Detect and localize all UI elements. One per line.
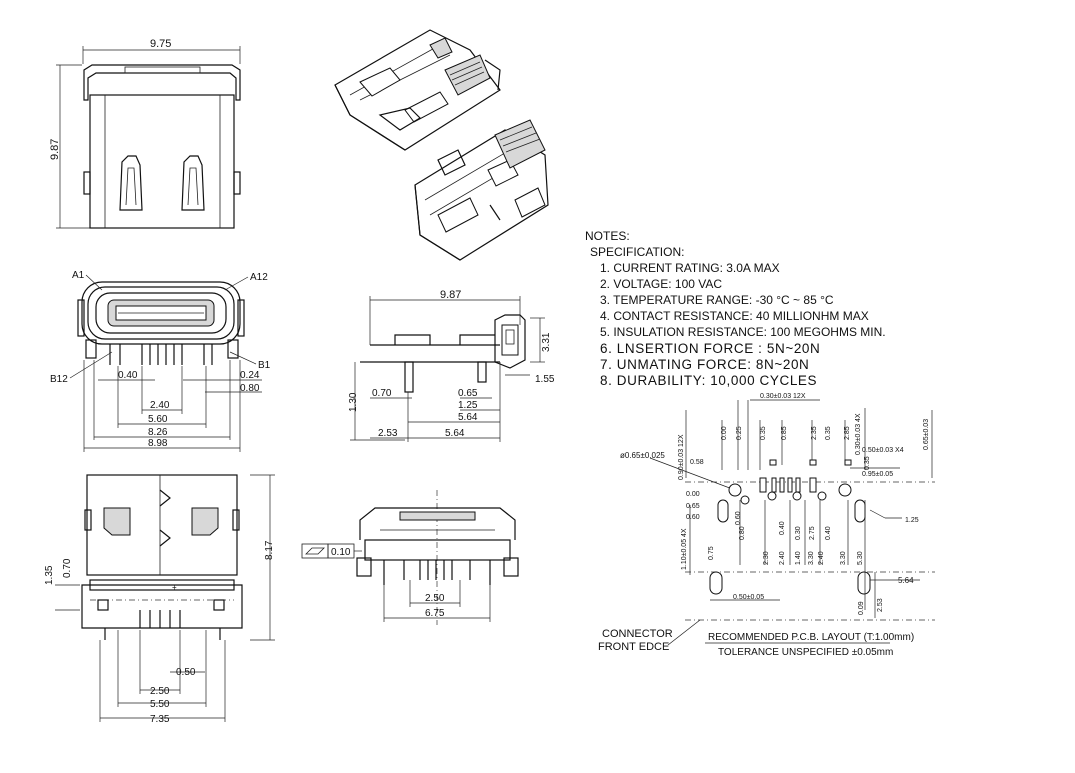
pcb-dim-bottom-3: 0.40 (779, 521, 786, 535)
pcb-pad-dim-3: 0.35 (760, 426, 767, 440)
pcb-dim-bottom-right: 0.09 (858, 601, 865, 615)
bottom-dim-5-50: 5.50 (150, 699, 170, 710)
bottom-view: + 8.17 1.35 0.70 0.50 2.50 5.50 7.35 (44, 474, 275, 725)
bottom-dim-1-35: 1.35 (44, 565, 55, 585)
notes-heading: NOTES: (585, 229, 630, 243)
side-dim-3-31: 3.31 (541, 332, 552, 352)
label-a1: A1 (72, 270, 85, 281)
pcb-pad-dim-8: 0.35 (864, 456, 871, 470)
bottom-dim-0-50: 0.50 (176, 667, 196, 678)
note-1: 1. CURRENT RATING: 3.0A MAX (600, 261, 780, 275)
pcb-pad-dim-5: 2.35 (811, 426, 818, 440)
label-b12: B12 (50, 374, 68, 385)
pcb-pad-dim-1: 0.00 (721, 426, 728, 440)
label-b1: B1 (258, 360, 271, 371)
pcb-dim-bottom-13: 5.30 (857, 551, 864, 565)
pcb-dim-right-3: 1.25 (905, 517, 919, 524)
pcb-dim-right-5: 2.53 (877, 598, 884, 612)
side-dim-0-70: 0.70 (372, 388, 392, 399)
pcb-dim-left-4: 0.60 (686, 514, 700, 521)
front-view: A1 A12 B1 B12 0.40 0.24 0.80 2.40 5.60 8… (50, 270, 271, 452)
pcb-dim-top-1: 0.30±0.03 12X (760, 393, 806, 400)
pcb-dim-bottom-4: 2.40 (779, 551, 786, 565)
pcb-dim-left-1: 0.58 (690, 459, 704, 466)
pcb-dim-bottom-8: 0.60 (735, 511, 742, 525)
front-dim-8-26: 8.26 (148, 427, 168, 438)
label-a12: A12 (250, 272, 268, 283)
pcb-dim-bottom-7: 2.75 (809, 526, 816, 540)
rear-dim-2-50: 2.50 (425, 593, 445, 604)
pcb-dim-bottom-10: 3.30 (808, 551, 815, 565)
pcb-dim-left-3: 0.65 (686, 503, 700, 510)
pcb-dim-right-2: 0.95±0.05 (862, 471, 893, 478)
side-dim-2-53: 2.53 (378, 428, 398, 439)
top-view: 9.75 9.87 (49, 38, 241, 229)
front-dim-5-60: 5.60 (148, 414, 168, 425)
pcb-dim-slot: 0.50±0.05 (733, 594, 764, 601)
pcb-tolerance: TOLERANCE UNSPECIFIED ±0.05mm (718, 647, 893, 658)
pcb-pad-dim-2: 0.25 (736, 426, 743, 440)
pcb-dim-hole: ø0.65±0.025 (620, 451, 665, 460)
pcb-dim-right-4: 5.64 (898, 576, 914, 585)
front-dim-0-80: 0.80 (240, 383, 260, 394)
side-dim-1-25: 1.25 (458, 400, 478, 411)
pcb-dim-bottom-5: 0.30 (795, 526, 802, 540)
pcb-layout: 0.30±0.03 12X 0.30±0.03 4X 0.65±0.03 0.9… (598, 393, 935, 658)
pcb-dim-bottom-12: 2.40 (818, 551, 825, 565)
note-2: 2. VOLTAGE: 100 VAC (600, 277, 722, 291)
side-view: 9.87 3.31 1.55 1.30 0.70 0.65 1.25 5.64 … (348, 289, 555, 442)
rear-view: 0.10 2.50 6.75 (301, 490, 519, 625)
pcb-pad-dim-4: 0.85 (781, 426, 788, 440)
note-7: 7. UNMATING FORCE: 8N~20N (600, 357, 809, 372)
pcb-pad-dim-7: 2.85 (844, 426, 851, 440)
pcb-dim-bottom-11: 3.30 (840, 551, 847, 565)
note-5: 5. INSULATION RESISTANCE: 100 MEGOHMS MI… (600, 325, 886, 339)
front-dim-2-40: 2.40 (150, 400, 170, 411)
notes-subheading: SPECIFICATION: (590, 245, 684, 259)
pcb-dim-left-6: 1.10±0.05 4X (681, 528, 688, 570)
pcb-pad-dim-6: 0.35 (825, 426, 832, 440)
bottom-dim-8-17: 8.17 (264, 540, 275, 560)
front-dim-8-98: 8.98 (148, 438, 168, 449)
side-dim-9-87: 9.87 (440, 289, 461, 301)
top-width-dim: 9.75 (150, 38, 171, 50)
connector-label-2: FRONT EDCE (598, 641, 669, 653)
side-dim-5-64-b: 5.64 (445, 428, 465, 439)
flatness-value: 0.10 (331, 547, 351, 558)
note-3: 3. TEMPERATURE RANGE: -30 °C ~ 85 °C (600, 293, 834, 307)
note-6: 6. LNSERTION FORCE : 5N~20N (600, 341, 820, 356)
pcb-dim-top-2: 0.30±0.03 4X (855, 413, 862, 455)
side-dim-1-30: 1.30 (348, 392, 359, 412)
bottom-dim-2-50: 2.50 (150, 686, 170, 697)
pcb-dim-top-3: 0.65±0.03 (923, 419, 930, 450)
pcb-dim-left-2: 0.00 (686, 491, 700, 498)
bottom-dim-0-70: 0.70 (62, 558, 73, 578)
side-dim-5-64-a: 5.64 (458, 412, 478, 423)
pcb-dim-bottom-9: 0.40 (825, 526, 832, 540)
isometric-view-lower (414, 119, 549, 261)
svg-text:+: + (172, 583, 177, 592)
front-dim-0-24: 0.24 (240, 370, 260, 381)
notes-block: NOTES: SPECIFICATION: 1. CURRENT RATING:… (585, 229, 886, 388)
bottom-dim-7-35: 7.35 (150, 714, 170, 725)
pcb-title: RECOMMENDED P.C.B. LAYOUT (T:1.00mm) (708, 632, 914, 643)
pcb-dim-left-5: 0.75 (708, 546, 715, 560)
pcb-dim-bottom-2: 2.30 (763, 551, 770, 565)
side-dim-0-65: 0.65 (458, 388, 478, 399)
side-dim-1-55: 1.55 (535, 374, 555, 385)
note-8: 8. DURABILITY: 10,000 CYCLES (600, 373, 817, 388)
isometric-view-upper (334, 29, 501, 151)
pcb-dim-bottom-6: 1.40 (795, 551, 802, 565)
front-dim-0-40: 0.40 (118, 370, 138, 381)
pcb-dim-bottom-1: 0.80 (739, 526, 746, 540)
note-4: 4. CONTACT RESISTANCE: 40 MILLIONHM MAX (600, 309, 869, 323)
rear-dim-6-75: 6.75 (425, 608, 445, 619)
connector-label-1: CONNECTOR (602, 628, 673, 640)
top-height-dim: 9.87 (49, 139, 61, 160)
pcb-dim-right-1: 0.50±0.03 X4 (862, 447, 904, 454)
pcb-dim-top-4: 0.90±0.03 12X (678, 434, 685, 480)
